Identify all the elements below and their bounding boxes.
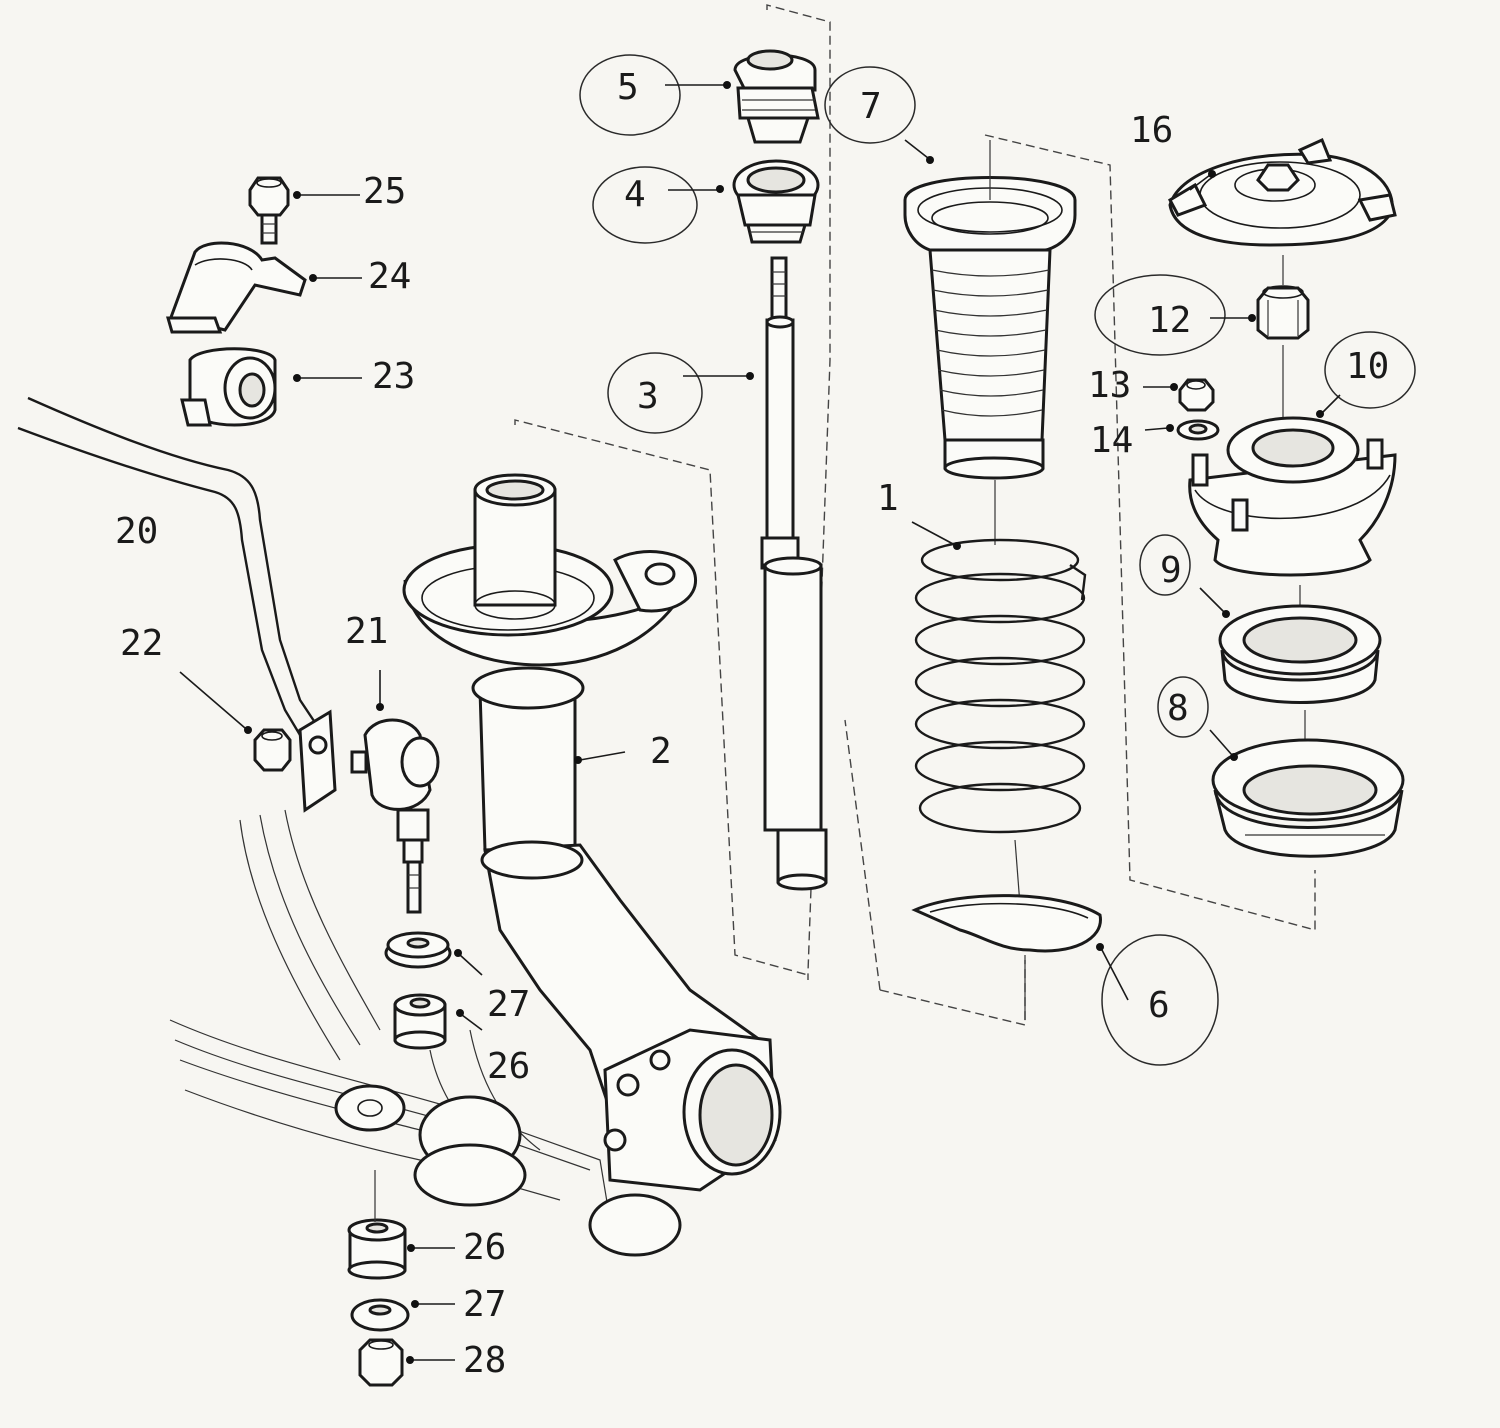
callout-3: 3 <box>637 376 659 417</box>
strut-mount <box>1168 137 1397 285</box>
coil-spring <box>914 538 1087 906</box>
stabilizer-bar <box>17 396 321 736</box>
callout-2: 2 <box>650 731 672 772</box>
callout-28: 28 <box>463 1340 506 1381</box>
callout-22: 22 <box>120 623 163 664</box>
link-washer-lower <box>350 1298 410 1332</box>
callout-16: 16 <box>1130 110 1173 151</box>
callout-12: 12 <box>1148 300 1191 341</box>
lock-nut <box>1256 285 1310 425</box>
callout-6: 6 <box>1148 985 1170 1026</box>
strut-bearing-mount <box>1188 416 1397 630</box>
callout-14: 14 <box>1090 420 1133 461</box>
callout-27-lower: 27 <box>463 1284 506 1325</box>
clamp-bolt <box>248 176 290 245</box>
callout-24: 24 <box>368 256 411 297</box>
callout-26-lower: 26 <box>463 1227 506 1268</box>
callout-9: 9 <box>1160 550 1182 591</box>
hex-nut <box>1178 378 1215 412</box>
callout-26-upper: 26 <box>487 1046 530 1087</box>
callout-labels: 5 4 3 2 1 7 6 16 12 13 14 10 9 8 20 21 2… <box>115 67 1389 1381</box>
callout-21: 21 <box>345 611 388 652</box>
leader-lines <box>179 81 1341 1364</box>
stabilizer-link <box>298 709 440 914</box>
link-bushing-lower <box>347 1170 407 1280</box>
subframe <box>169 809 682 1257</box>
shock-absorber <box>760 256 828 891</box>
callout-27-upper: 27 <box>487 984 530 1025</box>
callout-13: 13 <box>1088 365 1131 406</box>
lower-spring-seat <box>1211 738 1405 858</box>
callout-10: 10 <box>1346 346 1389 387</box>
assembly-guide-lines <box>514 4 1316 1026</box>
lower-ball-joint <box>588 1193 682 1257</box>
callout-25: 25 <box>363 171 406 212</box>
callout-23: 23 <box>372 356 415 397</box>
rubber-bushing <box>733 49 820 144</box>
washer <box>1176 419 1220 441</box>
bump-stop <box>732 159 820 244</box>
upper-spring-seat <box>1218 604 1382 770</box>
stabilizer-clamp <box>166 241 307 334</box>
strut-housing <box>402 473 782 1192</box>
link-nut <box>253 728 292 772</box>
stabilizer-bushing <box>180 347 277 427</box>
callout-7: 7 <box>860 86 882 127</box>
callout-4: 4 <box>624 174 646 215</box>
link-washer-upper <box>384 931 452 969</box>
handwritten-circles <box>579 54 1416 1066</box>
link-lower-nut <box>358 1338 404 1387</box>
spring-pad <box>911 894 1102 1020</box>
subframe-mount-hole <box>334 1084 406 1132</box>
callout-20: 20 <box>115 511 158 552</box>
protective-boot <box>903 140 1077 545</box>
callout-1: 1 <box>877 478 899 519</box>
callout-5: 5 <box>617 67 639 108</box>
link-bushing-upper <box>393 993 447 1050</box>
callout-8: 8 <box>1167 688 1189 729</box>
